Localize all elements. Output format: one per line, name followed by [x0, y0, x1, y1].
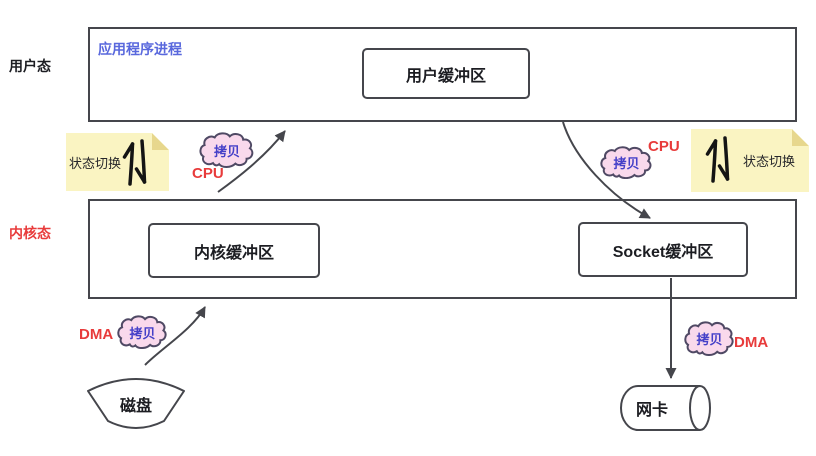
state-switch-note-right: 状态切换	[691, 129, 809, 192]
note-fold-icon	[152, 133, 169, 150]
kernel-buffer-label: 内核缓冲区	[193, 244, 274, 262]
state-switch-note-left: 状态切换	[66, 133, 169, 191]
kernel-space-frame: 内核缓冲区 Socket缓冲区	[88, 199, 797, 299]
copy-label: 拷贝	[613, 156, 640, 171]
state-switch-label: 状态切换	[743, 154, 796, 169]
state-switch-label: 状态切换	[69, 155, 122, 171]
user-buffer-label: 用户缓冲区	[405, 67, 486, 85]
copy-cloud-cpu-left: 拷贝	[199, 132, 255, 168]
nic-device: 网卡	[614, 384, 714, 432]
cloud-icon	[117, 315, 168, 349]
socket-buffer-label: Socket缓冲区	[612, 243, 714, 261]
copy-label: 拷贝	[129, 325, 156, 341]
nic-cylinder-icon	[614, 384, 714, 432]
copy-label: 拷贝	[696, 332, 723, 347]
copy-type-dma-left: DMA	[79, 326, 114, 343]
nic-label: 网卡	[635, 402, 668, 419]
note-fold-icon	[792, 129, 809, 146]
state-switch-arrows-icon	[703, 135, 737, 185]
copy-type-dma-right: DMA	[734, 334, 769, 351]
cloud-icon	[600, 146, 653, 179]
copy-label: 拷贝	[213, 143, 240, 159]
disk-icon	[84, 375, 188, 433]
copy-cloud-dma-right: 拷贝	[684, 321, 735, 356]
cloud-icon	[199, 132, 255, 168]
disk-label: 磁盘	[119, 398, 152, 415]
app-process-label: 应用程序进程	[98, 41, 182, 57]
copy-cloud-cpu-right: 拷贝	[600, 146, 653, 179]
copy-type-cpu-left: CPU	[192, 165, 224, 182]
user-buffer-box: 用户缓冲区	[362, 48, 530, 99]
kernel-mode-label: 内核态	[9, 225, 51, 241]
user-mode-label: 用户态	[9, 58, 51, 74]
kernel-buffer-box: 内核缓冲区	[148, 223, 320, 278]
copy-cloud-dma-left: 拷贝	[117, 315, 168, 349]
disk-device: 磁盘	[84, 375, 188, 433]
state-switch-arrows-icon	[120, 138, 154, 188]
socket-buffer-box: Socket缓冲区	[578, 222, 748, 277]
cloud-icon	[684, 321, 735, 356]
copy-type-cpu-right: CPU	[648, 138, 680, 155]
user-space-frame: 应用程序进程 用户缓冲区	[88, 27, 797, 122]
